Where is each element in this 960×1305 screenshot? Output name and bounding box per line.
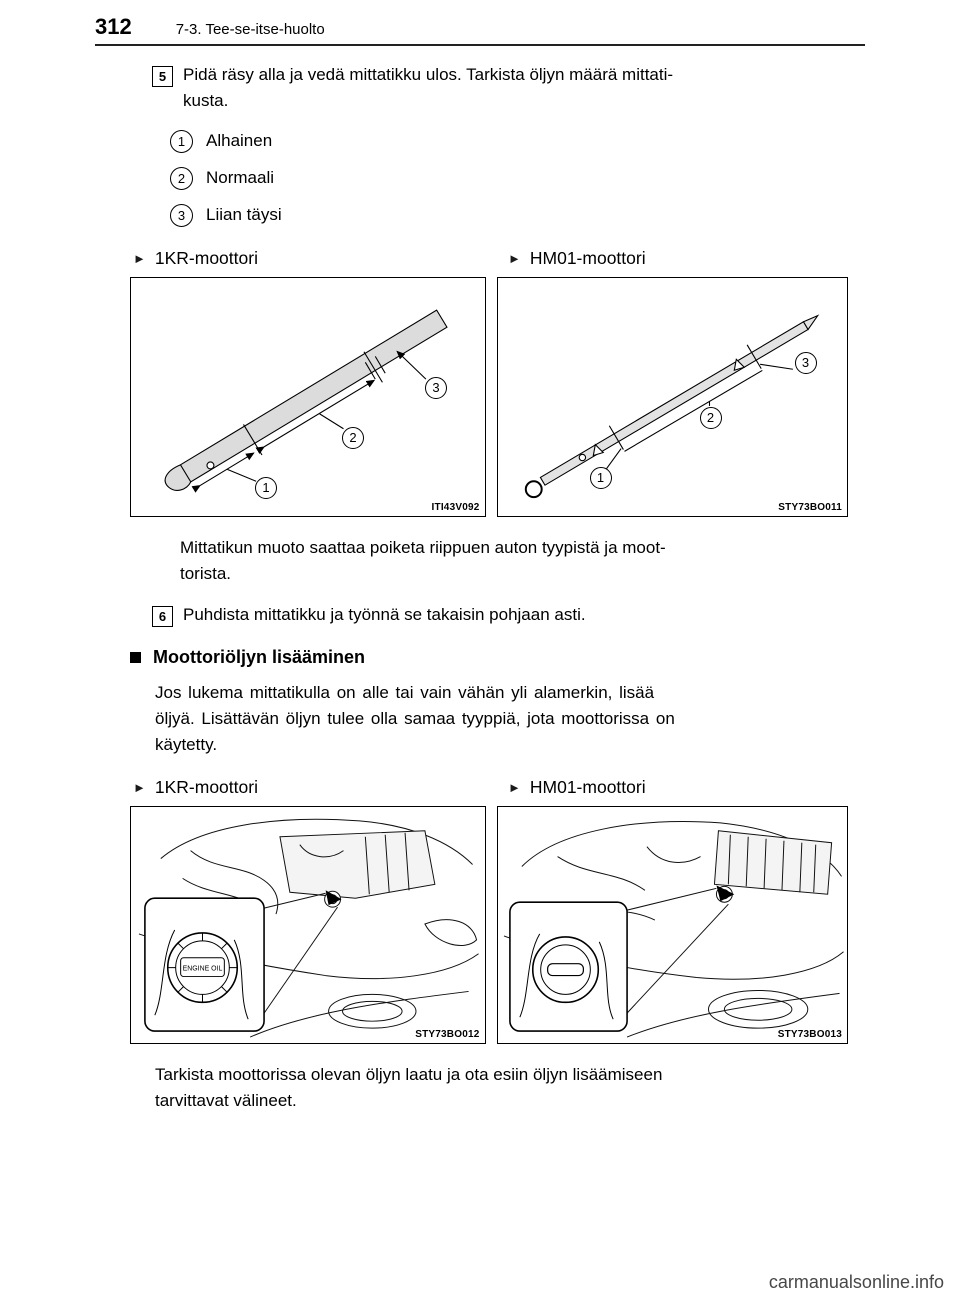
callout-2: 2 (699, 406, 722, 429)
level-label-overfull: Liian täysi (206, 205, 282, 225)
engine-header-hm01: ► HM01-moottori (497, 248, 646, 269)
dipstick-figures-row: 3 2 1 ITI43V092 (130, 276, 848, 517)
circled-number-3: 3 (170, 203, 193, 227)
list-item: 2 Normaali (170, 160, 848, 197)
figure-code: STY73BO011 (778, 501, 842, 513)
arrow-right-icon: ► (133, 250, 146, 266)
list-item: 1 Alhainen (170, 123, 848, 160)
note-check-oil: Tarkista moottorissa olevan öljyn laatu … (155, 1064, 663, 1111)
step-6: 6 Puhdista mittatikku ja työnnä se takai… (152, 602, 848, 628)
level-label-normal: Normaali (206, 168, 275, 188)
engine-label-hm01: HM01-moottori (529, 247, 646, 268)
step-6-text: Puhdista mittatikku ja työnnä se takaisi… (183, 605, 586, 625)
arrow-right-icon: ► (508, 250, 521, 266)
circled-number-1: 1 (170, 129, 193, 153)
section-bullet-icon (130, 651, 141, 663)
chapter-title: 7-3. Tee-se-itse-huolto (175, 21, 325, 38)
note-dipstick-shape: Mittatikun muoto saattaa poiketa riippue… (180, 537, 666, 584)
page-number: 312 (95, 14, 132, 39)
page-content: 5 Pidä räsy alla ja vedä mittatikku ulos… (0, 46, 960, 1114)
engine-headers-row-2: ► 1KR-moottori ► HM01-moottori (130, 777, 848, 798)
step-6-number-box: 6 (152, 606, 173, 628)
engine-bay-illustration-1kr: ENGINE OIL (138, 818, 479, 1038)
step-5: 5 Pidä räsy alla ja vedä mittatikku ulos… (152, 62, 848, 115)
step-5-text: Pidä räsy alla ja vedä mittatikku ulos. … (183, 65, 674, 111)
figure-code: ITI43V092 (431, 501, 480, 513)
list-item: 3 Liian täysi (170, 197, 848, 234)
engine-label-hm01: HM01-moottori (529, 776, 646, 797)
page-header: 312 7-3. Tee-se-itse-huolto (95, 0, 865, 46)
callout-2: 2 (342, 426, 364, 449)
watermark: carmanualsonline.info (768, 1272, 944, 1292)
section-add-oil-body: Jos lukema mittatikulla on alle tai vain… (155, 682, 675, 755)
callout-1: 1 (589, 466, 612, 489)
oil-cap-label: ENGINE OIL (183, 965, 223, 972)
figure-code: STY73BO013 (777, 1028, 842, 1040)
dipstick-illustration-1kr (164, 309, 448, 493)
arrow-right-icon: ► (133, 779, 146, 795)
engine-bay-illustration-hm01 (503, 820, 844, 1038)
engine-label-1kr: 1KR-moottori (154, 247, 258, 268)
oil-level-legend: 1 Alhainen 2 Normaali 3 Liian täysi (170, 123, 848, 234)
circled-number-2: 2 (170, 166, 193, 190)
section-add-oil-header: Moottoriöljyn lisääminen (130, 647, 848, 668)
level-label-low: Alhainen (206, 131, 273, 151)
section-title: Moottoriöljyn lisääminen (153, 646, 366, 667)
arrow-right-icon: ► (508, 779, 521, 795)
engine-label-1kr: 1KR-moottori (154, 776, 258, 797)
figure-code: STY73BO012 (415, 1028, 480, 1040)
figure-dipstick-1kr: 3 2 1 ITI43V092 (130, 276, 486, 517)
figure-dipstick-hm01: 3 2 1 STY73BO011 (496, 276, 848, 517)
callout-1: 1 (255, 476, 277, 499)
callout-3: 3 (794, 351, 817, 374)
step-5-number-box: 5 (152, 66, 173, 87)
engine-figures-row: ENGINE OIL STY73BO012 (130, 805, 848, 1044)
engine-header-1kr: ► 1KR-moottori (130, 248, 497, 269)
engine-header-1kr: ► 1KR-moottori (130, 777, 497, 798)
figure-engine-1kr: ENGINE OIL STY73BO012 (130, 805, 486, 1044)
engine-header-hm01: ► HM01-moottori (497, 777, 646, 798)
engine-headers-row-1: ► 1KR-moottori ► HM01-moottori (130, 248, 848, 269)
callout-3: 3 (425, 376, 447, 399)
figure-engine-hm01: STY73BO013 (496, 805, 848, 1044)
dipstick-illustration-hm01 (524, 314, 819, 498)
